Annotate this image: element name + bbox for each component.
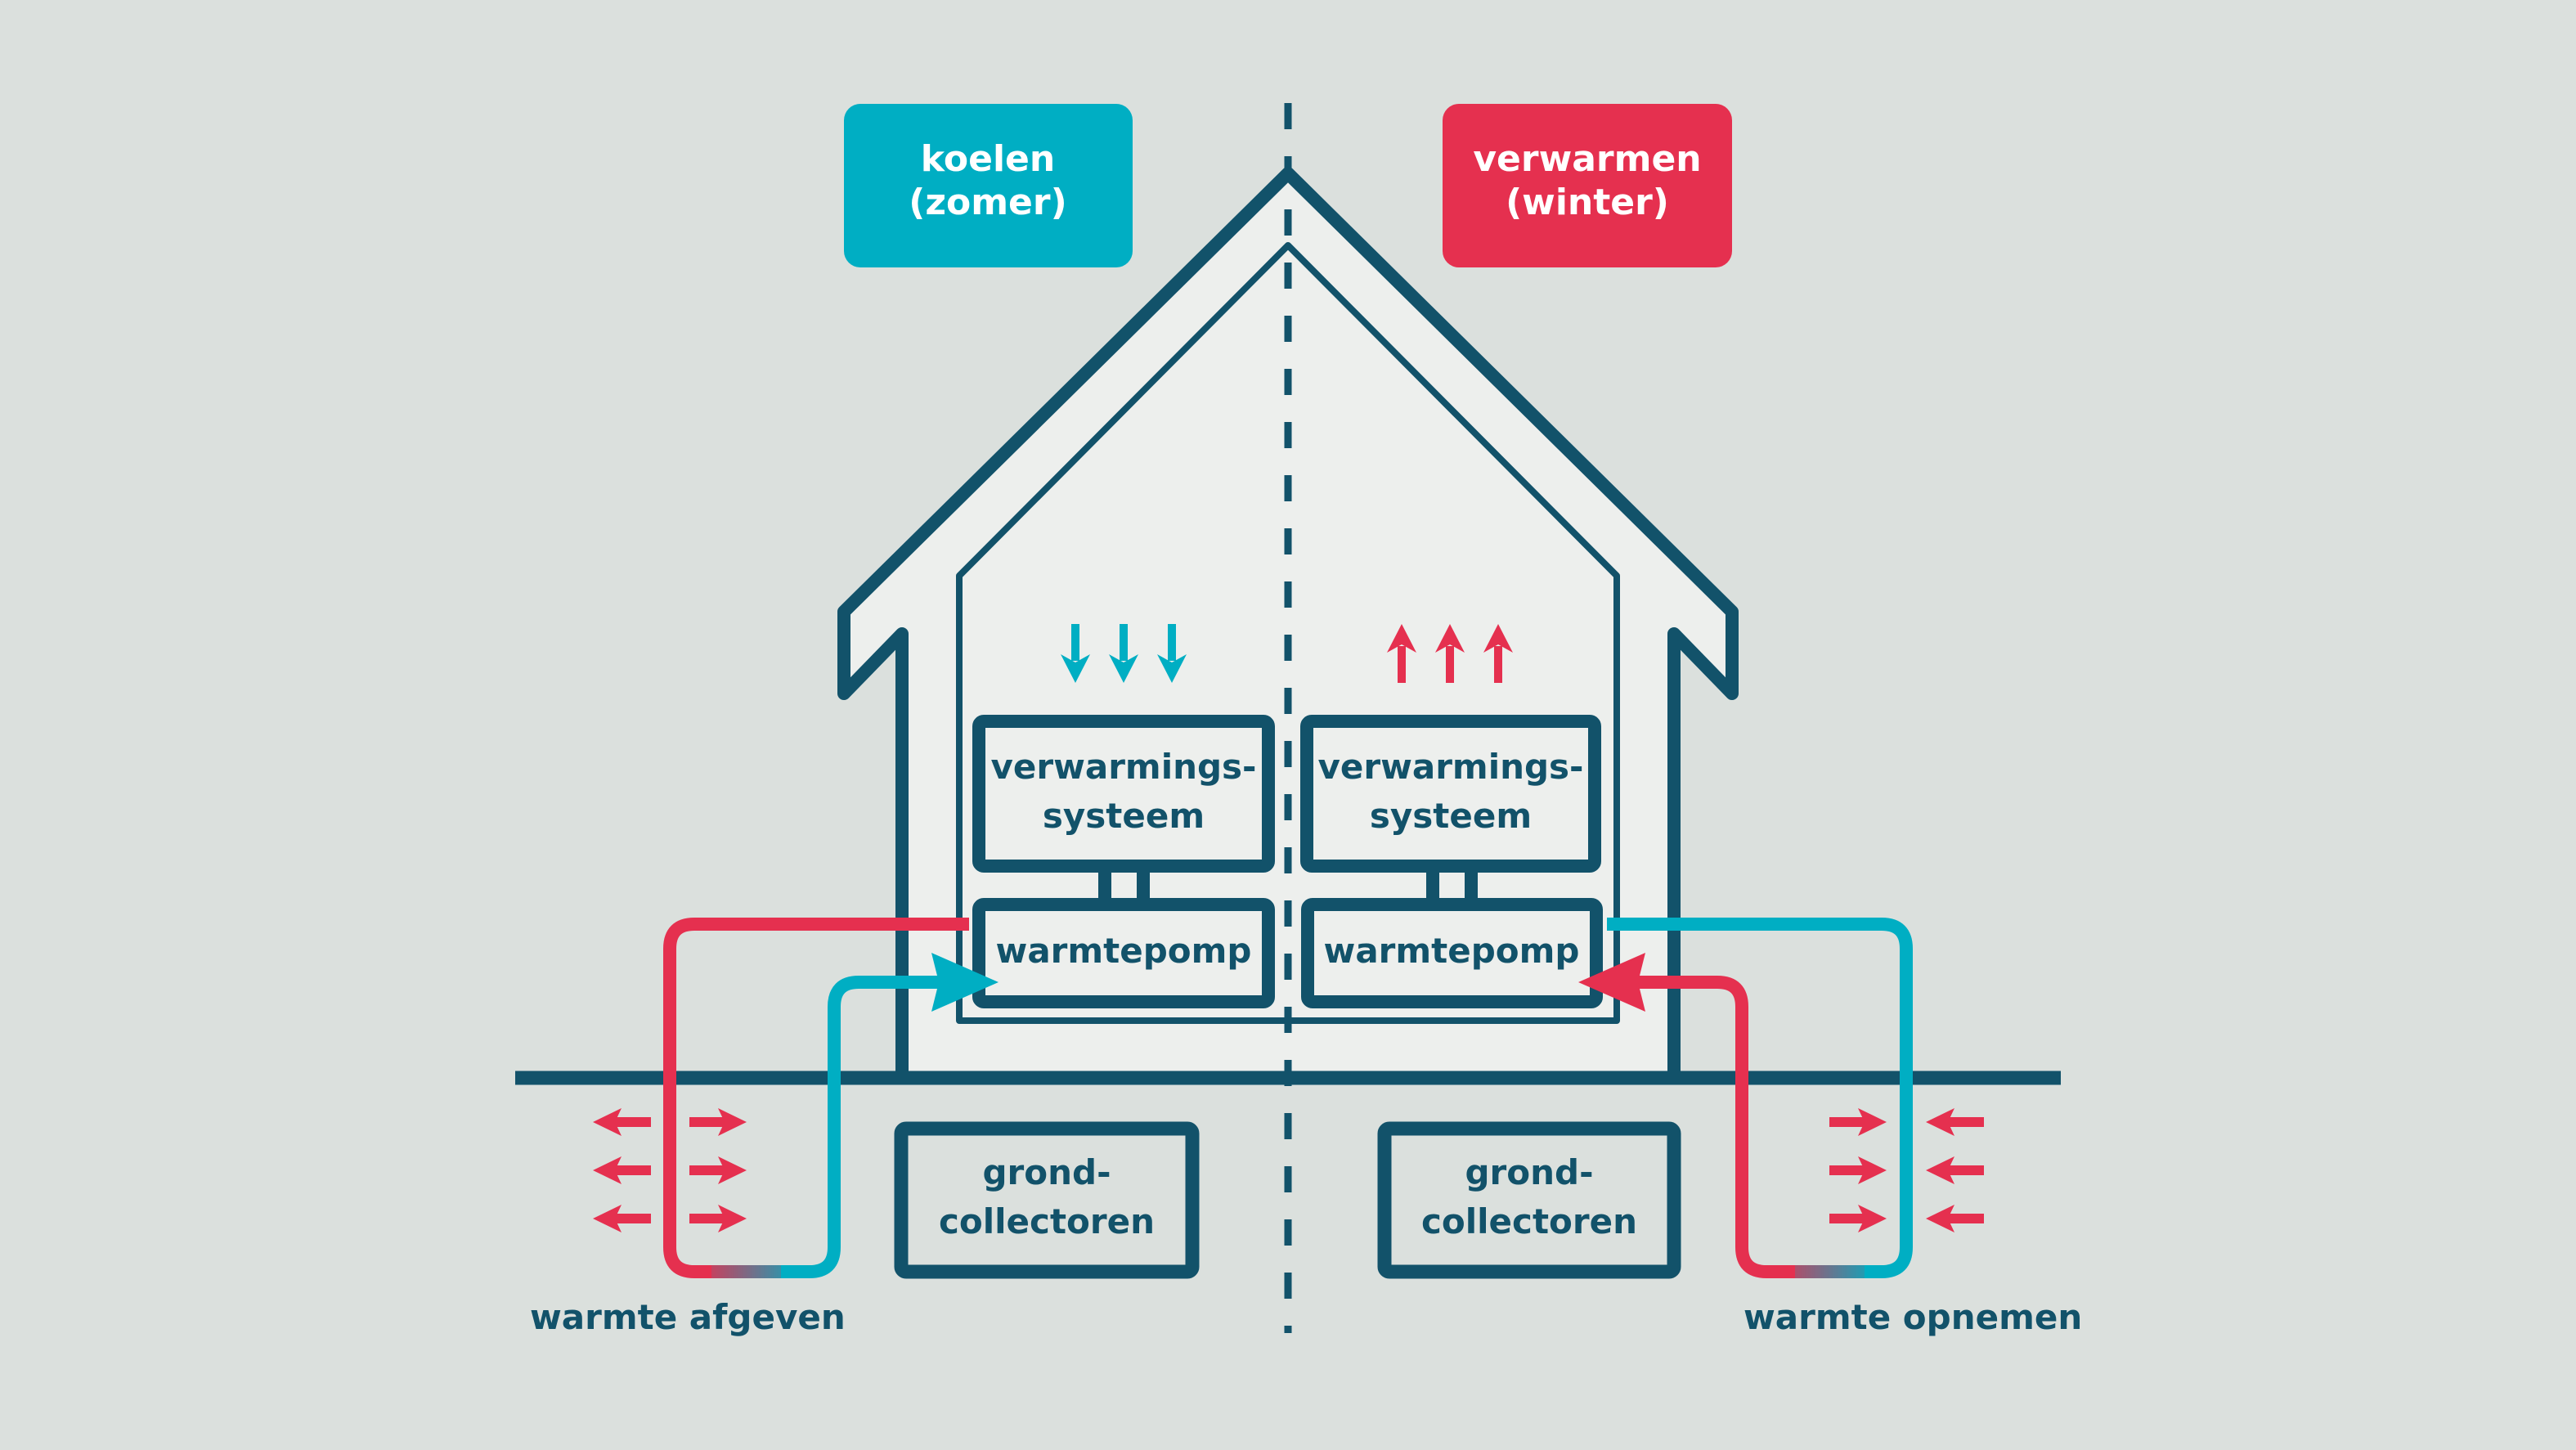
mode-cooling-line1: koelen xyxy=(921,138,1055,180)
house-inner-outline xyxy=(956,242,1620,1024)
arrow-right-icon xyxy=(1829,1156,1887,1184)
right-heat-pump-box: warmtepomp xyxy=(1301,898,1603,1008)
arrow-left-icon xyxy=(593,1205,651,1232)
right-heat-pump-label: warmtepomp xyxy=(1324,931,1580,971)
right-collector-line2: collectoren xyxy=(1421,1201,1637,1241)
arrow-right-icon xyxy=(689,1108,747,1136)
indoor-cool-arrows xyxy=(1061,624,1187,683)
right-pipe-warm xyxy=(1631,976,1795,1278)
left-connector xyxy=(1098,871,1150,900)
arrow-down-icon xyxy=(1157,624,1187,683)
arrow-right-icon xyxy=(1829,1205,1887,1232)
arrow-down-icon xyxy=(1061,624,1090,683)
arrow-up-icon xyxy=(1435,624,1465,683)
arrow-left-icon xyxy=(593,1156,651,1184)
arrow-left-icon xyxy=(1926,1108,1984,1136)
left-ground-label: warmte afgeven xyxy=(530,1297,846,1337)
left-ground-collector-box: grond- collectoren xyxy=(894,1121,1200,1279)
arrow-left-icon xyxy=(1578,953,1645,1012)
left-heat-pump-box: warmtepomp xyxy=(972,898,1275,1008)
left-heating-system-box: verwarmings- systeem xyxy=(972,715,1275,873)
right-ground-collector-box: grond- collectoren xyxy=(1377,1121,1681,1279)
mode-heating-badge: verwarmen (winter) xyxy=(1443,104,1732,267)
arrow-down-icon xyxy=(1109,624,1138,683)
arrow-right-icon xyxy=(1829,1108,1887,1136)
left-pipe-loop xyxy=(663,918,999,1278)
right-connector xyxy=(1426,871,1478,900)
right-collector-line1: grond- xyxy=(1465,1152,1593,1192)
right-heating-system-line2: systeem xyxy=(1370,796,1532,836)
mode-heating-line2: (winter) xyxy=(1506,182,1669,223)
arrow-up-icon xyxy=(1387,624,1416,683)
right-heating-system-line1: verwarmings- xyxy=(1318,747,1584,787)
left-pipe-cool xyxy=(781,976,949,1278)
mode-cooling-line2: (zomer) xyxy=(909,182,1066,223)
arrow-left-icon xyxy=(1926,1205,1984,1232)
arrow-up-icon xyxy=(1483,624,1513,683)
right-pipe-cool xyxy=(1607,918,1913,1278)
indoor-heat-arrows xyxy=(1387,624,1513,683)
right-ground-label: warmte opnemen xyxy=(1744,1297,2082,1337)
left-collector-line2: collectoren xyxy=(939,1201,1155,1241)
left-pipe-warm xyxy=(663,918,969,1278)
left-collector-line1: grond- xyxy=(982,1152,1111,1192)
left-heating-system-line1: verwarmings- xyxy=(991,747,1257,787)
mode-cooling-badge: koelen (zomer) xyxy=(844,104,1133,267)
arrow-left-icon xyxy=(1926,1156,1984,1184)
right-heating-system-box: verwarmings- systeem xyxy=(1300,715,1601,873)
arrow-left-icon xyxy=(593,1108,651,1136)
arrow-right-icon xyxy=(931,953,999,1012)
left-heat-pump-label: warmtepomp xyxy=(996,931,1252,971)
mode-heating-line1: verwarmen xyxy=(1473,138,1701,180)
arrow-right-icon xyxy=(689,1156,747,1184)
left-heating-system-line2: systeem xyxy=(1043,796,1205,836)
left-ground-heat-arrows xyxy=(593,1108,747,1232)
right-ground-heat-arrows xyxy=(1829,1108,1984,1232)
right-pipe-loop xyxy=(1578,918,1913,1278)
arrow-right-icon xyxy=(689,1205,747,1232)
